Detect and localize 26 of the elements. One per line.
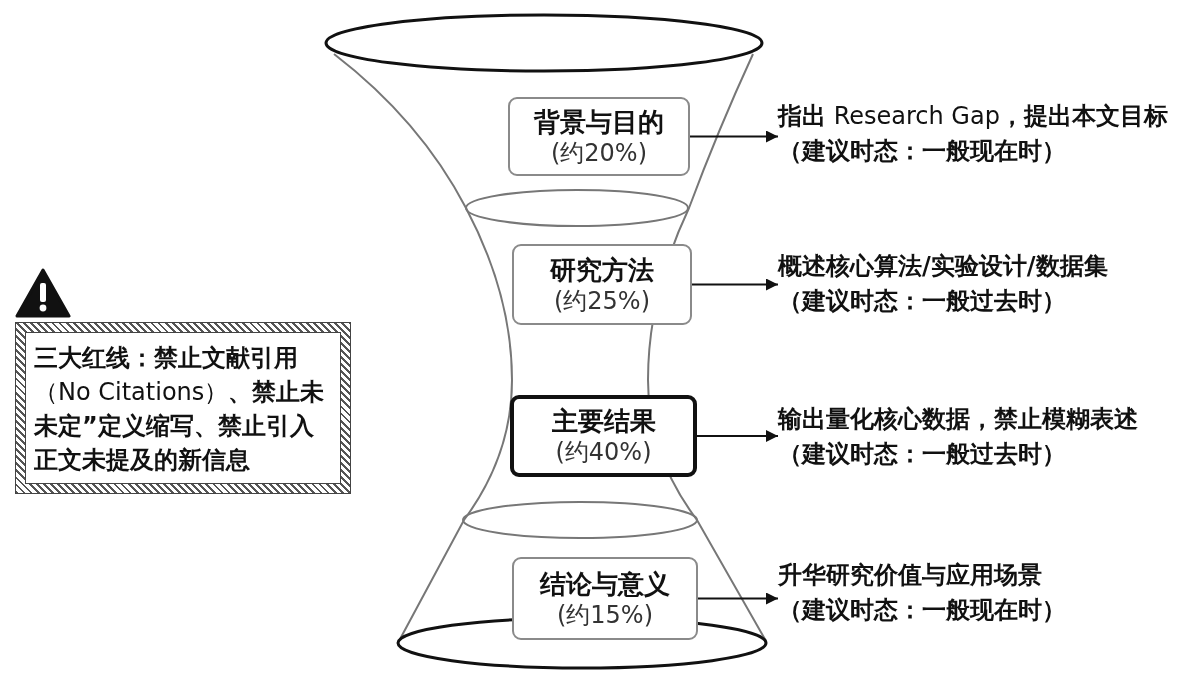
section-box <box>508 97 690 176</box>
section-box <box>512 244 692 325</box>
percentage-text: (约25%) <box>553 285 651 316</box>
percentage-text: (约15%) <box>556 599 654 630</box>
tense-note: （建议时态：一般过去时） <box>778 439 1066 470</box>
warning-text: 三大红线：禁止文献引用（No Citations）、禁止未未定”定义缩写、禁止引入正文未提及的新信息 <box>25 332 341 484</box>
arrow <box>689 130 779 143</box>
tense-note: （建议时态：一般过去时） <box>778 286 1066 317</box>
description-text: 概述核心算法/实验设计/数据集 <box>778 251 1108 282</box>
arrow <box>697 592 779 605</box>
section-title: 主要结果 <box>551 405 656 437</box>
section-title: 结论与意义 <box>540 567 670 600</box>
description-text: 指出 Research Gap，提出本文目标 <box>778 101 1168 132</box>
highlighted-section-box <box>510 395 697 477</box>
section-box <box>512 557 698 640</box>
tense-note: （建议时态：一般现在时） <box>778 595 1066 626</box>
percentage-text: (约20%) <box>550 137 648 168</box>
arrow <box>696 430 779 442</box>
percentage-text: (约40%) <box>555 437 652 467</box>
warning-box <box>15 322 351 494</box>
section-title: 研究方法 <box>550 253 654 286</box>
tense-note: （建议时态：一般现在时） <box>778 136 1066 167</box>
description-text: 输出量化核心数据，禁止模糊表述 <box>778 404 1138 435</box>
section-title: 背景与目的 <box>534 105 664 138</box>
arrow <box>691 278 779 291</box>
description-text: 升华研究价值与应用场景 <box>778 560 1042 591</box>
